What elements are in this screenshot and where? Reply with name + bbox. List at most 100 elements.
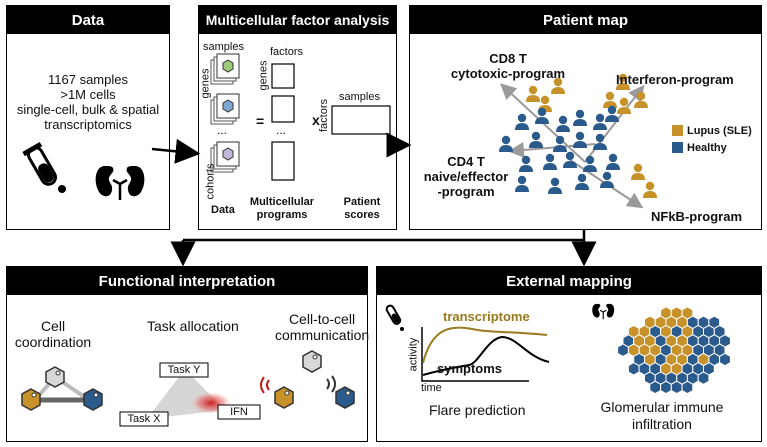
scores-matrix: [331, 105, 391, 135]
arrow-split-lines: [183, 230, 586, 242]
task-y-label: Task Y: [167, 364, 201, 376]
healthy-hex-cell: [719, 352, 731, 367]
legend-swatch-lupus: [672, 125, 683, 136]
data-matrix-stack-1: [210, 53, 240, 85]
lupus-patient-icon: [631, 163, 645, 180]
task-x-box: [119, 411, 169, 427]
patient-map-title: Patient map: [410, 6, 761, 34]
ifn-label: IFN: [230, 406, 248, 418]
data-description: 1167 samples >1M cells single-cell, bulk…: [7, 72, 169, 132]
lupus-patient-icon: [643, 181, 657, 198]
times-sign: x: [312, 112, 320, 128]
legend-label-healthy: Healthy: [687, 142, 727, 154]
functional-diagram: [21, 350, 355, 427]
matrix-ellipsis-1: ...: [217, 123, 228, 137]
data-panel: Data 1167 samples >1M cells single-cell,…: [6, 5, 170, 230]
communication-label: Cell-to-cell communication: [275, 311, 369, 343]
healthy-patient-icon: [593, 113, 607, 130]
lupus-patient-icon: [551, 77, 565, 94]
transcriptome-curve: [422, 326, 548, 364]
healthy-patient-icon: [573, 131, 587, 148]
healthy-hex-cell: [697, 371, 710, 385]
activity-axis-label: activity: [407, 337, 420, 372]
communication-line-1: Cell-to-cell: [288, 311, 356, 327]
communication-diagram: [260, 350, 355, 409]
healthy-cell-icon-comm: [335, 386, 355, 409]
gray-cell-icon: [45, 366, 65, 388]
cell-coordination-line-1: Cell: [40, 318, 66, 334]
data-matrix-stack-3: [210, 141, 240, 173]
functional-panel-title: Functional interpretation: [7, 267, 367, 295]
healthy-hex-cell: [617, 343, 629, 357]
communication-line-2: communication: [275, 327, 370, 343]
nfkb-program-label: NFkB-program: [651, 209, 743, 224]
healthy-patient-icon: [605, 105, 619, 122]
healthy-patient-icon: [583, 155, 597, 172]
data-matrix-stack-2: [210, 93, 240, 125]
signal-waves-icon: [260, 375, 336, 394]
healthy-cell-icon: [83, 388, 103, 411]
programs-matrix-1: [271, 63, 295, 89]
glomerular-line-2: infiltration: [632, 416, 692, 432]
equals-sign: =: [256, 113, 265, 129]
healthy-patient-icon: [575, 173, 589, 190]
cell-coordination-line-2: coordination: [14, 334, 92, 350]
external-panel-title: External mapping: [377, 267, 761, 295]
external-panel: External mapping transcriptome symptoms …: [376, 266, 762, 442]
caption-programs-line-2: programs: [256, 209, 308, 221]
lupus-cell-icon: [21, 388, 41, 411]
test-tube-icon: [22, 141, 57, 186]
external-diagram: [385, 303, 731, 395]
healthy-hex-cell: [670, 380, 683, 395]
lupus-patient-icon: [617, 97, 631, 114]
healthy-hex-cell: [627, 362, 640, 376]
cd4-program-label: CD4 T naive/effector -program: [412, 154, 520, 199]
symptoms-label: symptoms: [437, 361, 503, 376]
matrix-ellipsis-2: ...: [276, 123, 287, 137]
healthy-patient-icon: [548, 177, 562, 194]
glomerular-hex-grid: [617, 306, 731, 395]
task-allocation-diagram: [119, 362, 261, 427]
factors-label: factors: [270, 46, 304, 58]
legend-swatch-healthy: [672, 142, 683, 153]
patient-map-panel: Patient map Lupus (SLE) Healthy CD8 T cy…: [409, 5, 762, 230]
cd8-program-label: CD8 T cytotoxic-program: [438, 51, 578, 81]
legend-label-lupus: Lupus (SLE): [687, 125, 752, 137]
drop-icon: [58, 185, 66, 193]
caption-programs: Multicellular programs: [242, 196, 322, 222]
interferon-program-label: Interferon-program: [616, 72, 734, 87]
healthy-patient-icon: [529, 131, 543, 148]
healthy-patient-icon: [515, 113, 529, 130]
task-x-label: Task X: [127, 413, 161, 425]
mofa-diagram: [210, 53, 391, 181]
healthy-hex-cell: [660, 380, 672, 395]
factors-label-scores: factors: [318, 98, 331, 133]
lupus-patient-icon: [526, 85, 540, 102]
cd4-label-line-1: CD4 T: [447, 154, 485, 169]
mofa-panel: Multicellular factor analysis samples ge…: [198, 5, 397, 230]
cell-coordination-diagram: [21, 366, 103, 411]
healthy-patient-icon: [606, 153, 620, 170]
functional-panel: Functional interpretation Cell coordinat…: [6, 266, 369, 442]
healthy-patient-icon: [515, 175, 529, 192]
cd8-label-line-2: cytotoxic-program: [450, 66, 566, 81]
activity-axes: [421, 327, 529, 382]
cd8-label-line-1: CD8 T: [489, 51, 527, 66]
samples-label-scores: samples: [339, 91, 380, 103]
patient-markers: [499, 73, 657, 198]
caption-scores: Patient scores: [327, 196, 397, 222]
data-panel-icons: [22, 141, 145, 200]
data-line-samples: 1167 samples: [48, 72, 128, 87]
glomerular-label: Glomerular immune infiltration: [572, 399, 752, 433]
healthy-patient-icon: [600, 171, 614, 188]
caption-scores-line-2: scores: [344, 209, 380, 221]
cohorts-label: cohorts: [204, 163, 217, 200]
kidney-icon: [95, 166, 145, 200]
lupus-patient-icon: [634, 91, 648, 108]
cd4-label-line-2: naive/effector: [423, 169, 509, 184]
genes-label: genes: [199, 68, 212, 99]
healthy-patient-icon: [499, 135, 513, 152]
cd4-label-line-3: -program: [437, 184, 495, 199]
healthy-hex-cell: [649, 380, 662, 395]
small-drop-icon: [400, 327, 404, 331]
